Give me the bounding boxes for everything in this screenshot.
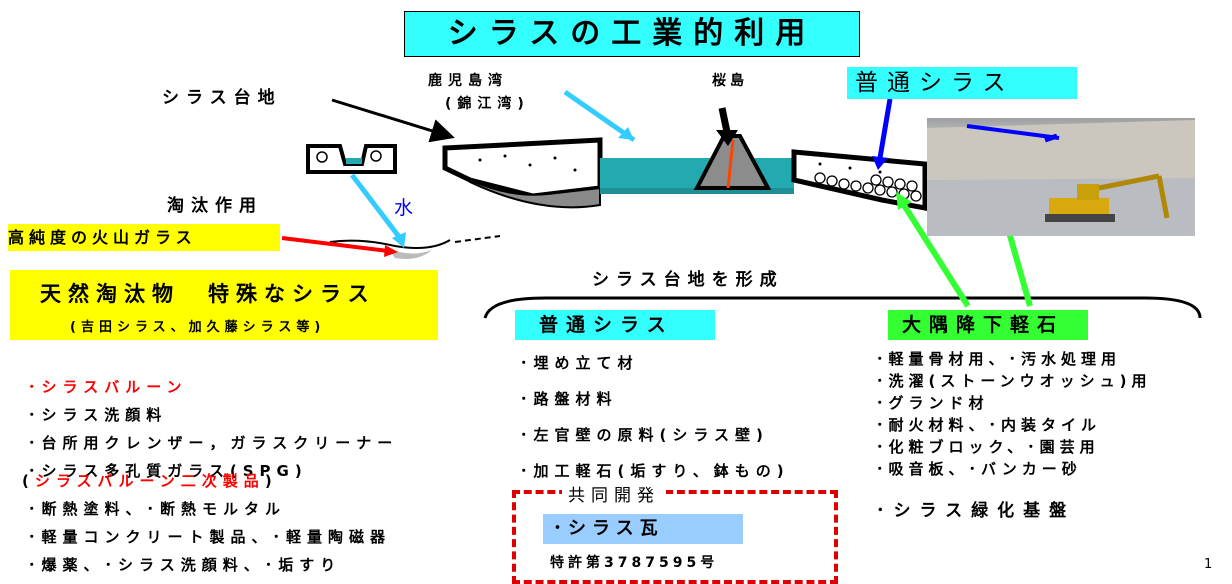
list-item: ･グランド材 bbox=[876, 394, 989, 412]
list-item: ･耐火材料、･内装タイル bbox=[876, 416, 1102, 434]
list-item: ･吸音板、･バンカー砂 bbox=[876, 460, 1082, 478]
list-item: ･断熱塗料、･断熱モルタル bbox=[28, 500, 287, 518]
list-item: ･加工軽石(垢すり、鉢もの) bbox=[520, 462, 790, 480]
list-item: ･左官壁の原料(シラス壁) bbox=[520, 426, 769, 444]
label-high-purity-glass: 高純度の火山ガラス bbox=[8, 224, 280, 251]
label-kinko-bay: (錦江湾) bbox=[445, 96, 530, 112]
arrow-to-bay bbox=[563, 89, 636, 143]
ordinary-heading: 普通シラス bbox=[515, 310, 715, 340]
joint-development-label: 共同開発 bbox=[562, 481, 666, 506]
list-item: ･爆薬、･シラス洗顔料、･垢すり bbox=[28, 556, 342, 574]
arrow-to-sakurajima bbox=[718, 107, 731, 133]
natural-list: ･シラスバルーン ･シラス洗顔料 ･台所用クレンザー，ガラスクリーナー ･シラス… bbox=[28, 373, 398, 485]
osumi-heading: 大隅降下軽石 bbox=[888, 310, 1088, 340]
arrow-water bbox=[350, 173, 402, 240]
osumi-list: ･軽量骨材用、･汚水処理用 ･洗濯(ストーンウオッシュ)用 ･グランド材 ･耐火… bbox=[876, 348, 1151, 480]
list-item: ･埋め立て材 bbox=[520, 354, 639, 372]
natural-heading-box: 天然淘汰物 特殊なシラス (吉田シラス、加久藤シラス等) bbox=[10, 270, 438, 340]
label-sakurajima: 桜島 bbox=[712, 73, 748, 89]
balloon-secondary-heading: (シラスバルーン二次製品) bbox=[22, 467, 278, 495]
list-item: ･化粧ブロック、･園芸用 bbox=[876, 438, 1100, 456]
secondary-list: ･断熱塗料、･断熱モルタル ･軽量コンクリート製品、･軽量陶磁器 ･爆薬、･シラ… bbox=[28, 495, 391, 579]
paren-close: ) bbox=[264, 472, 278, 490]
arrow-green-1 bbox=[899, 200, 971, 308]
list-item: ･軽量骨材用、･汚水処理用 bbox=[876, 350, 1122, 368]
list-item: ･シラス多孔質ガラス(SPG) bbox=[28, 462, 308, 480]
list-item: ･洗濯(ストーンウオッシュ)用 bbox=[876, 372, 1152, 390]
list-item: ･シラス洗顔料 bbox=[28, 406, 168, 424]
label-elutriation: 淘汰作用 bbox=[167, 196, 263, 216]
grouping-bracket bbox=[483, 296, 1202, 319]
elutriation-deposit bbox=[329, 235, 501, 259]
list-item: ･路盤材料 bbox=[520, 390, 618, 408]
list-item: ･台所用クレンザー，ガラスクリーナー bbox=[28, 434, 399, 452]
shirasu-tile: ･シラス瓦 bbox=[543, 514, 743, 544]
ordinary-list: ･埋め立て材 ･路盤材料 ･左官壁の原料(シラス壁) ･加工軽石(垢すり、鉢もの… bbox=[520, 345, 790, 489]
arrow-to-plateau bbox=[331, 98, 455, 143]
list-item: ･シラスバルーン bbox=[28, 378, 188, 396]
quarry-photo bbox=[927, 118, 1195, 236]
natural-subheading: (吉田シラス、加久藤シラス等) bbox=[70, 320, 326, 335]
page-number: 1 bbox=[1204, 557, 1213, 572]
small-plateau-section bbox=[306, 144, 397, 174]
arrow-glass bbox=[281, 236, 389, 253]
label-kagoshima-bay: 鹿児島湾 bbox=[428, 73, 508, 89]
natural-heading: 天然淘汰物 特殊なシラス bbox=[40, 282, 376, 306]
label-ordinary-shirasu-top: 普通シラス bbox=[847, 67, 1077, 99]
label-shirasu-plateau: シラス台地 bbox=[162, 88, 282, 108]
patent-number: 特許第3787595号 bbox=[550, 555, 719, 571]
arrow-to-ordinary-shirasu bbox=[877, 98, 893, 159]
secondary-label: シラスバルーン二次製品 bbox=[34, 472, 265, 490]
page-title: シラスの工業的利用 bbox=[404, 11, 860, 57]
main-cross-section bbox=[442, 134, 928, 212]
paren-open: ( bbox=[22, 472, 35, 490]
label-plateau-formation: シラス台地を形成 bbox=[592, 270, 784, 290]
label-water: 水 bbox=[394, 197, 414, 219]
shirasu-greening-base: ･シラス緑化基盤 bbox=[876, 501, 1076, 521]
list-item: ･軽量コンクリート製品、･軽量陶磁器 bbox=[28, 528, 392, 546]
